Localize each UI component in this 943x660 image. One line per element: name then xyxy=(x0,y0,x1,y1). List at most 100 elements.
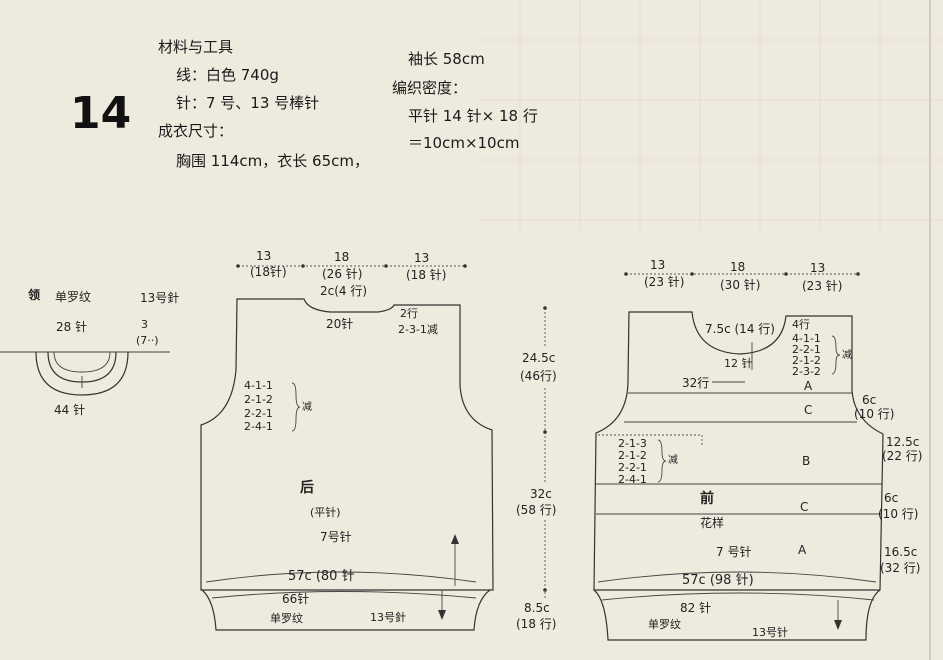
front-rib-arc xyxy=(601,592,875,601)
back-top-mid-st: (26 针) xyxy=(322,266,362,281)
front-rib-stitch: 单罗纹 xyxy=(648,617,681,631)
front-pattern: 花样 xyxy=(700,515,724,530)
front-rib-needle: 13号针 xyxy=(752,625,788,639)
back-rib-stitch: 单罗纹 xyxy=(270,611,303,625)
gauge-stitch: 平针 14 针× 18 行 xyxy=(408,107,538,125)
front-neck-dec-3: 2-1-2 xyxy=(792,354,821,367)
back-top-right-st: (18 针) xyxy=(406,267,446,282)
front-arm-dec-word: 减 xyxy=(668,454,678,466)
back-needle: 7号针 xyxy=(320,529,352,544)
back-piece: 13 (18针) 18 (26 针) 13 (18 针) 2c(4 行) 20针… xyxy=(200,249,494,631)
body-length-cm: 32c xyxy=(530,487,552,501)
front-outline xyxy=(593,311,884,591)
front-side-4-rows: (32 行) xyxy=(880,561,920,575)
back-top-mid-cm: 18 xyxy=(334,250,349,264)
needle-spec: 针：7 号、13 号棒针 xyxy=(176,94,320,112)
size-values: 胸围 114cm，衣长 65cm， xyxy=(176,152,369,170)
front-side-2-rows: (22 行) xyxy=(882,449,922,463)
armhole-length-rows: (46行) xyxy=(520,369,557,383)
collar-side-1: 3 xyxy=(141,318,148,331)
gauge-size: ＝10cm×10cm xyxy=(408,134,520,152)
back-neck-rows: 2行 xyxy=(400,307,418,320)
back-arm-dec-word: 减 xyxy=(302,401,312,413)
back-arm-dec-1: 4-1-1 xyxy=(244,379,273,392)
rib-length-rows: (18 行) xyxy=(516,617,556,631)
back-top-left-cm: 13 xyxy=(256,249,271,263)
back-rib-outline xyxy=(201,589,491,631)
front-side-1-cm: 6c xyxy=(862,393,876,407)
armhole-length-cm: 24.5c xyxy=(522,351,555,365)
back-top-right-cm: 13 xyxy=(414,251,429,265)
back-width-arc xyxy=(205,571,477,583)
front-rib-st: 82 针 xyxy=(680,600,711,615)
front-arm-dec-4: 2-4-1 xyxy=(618,473,647,486)
front-arm-dec-3: 2-2-1 xyxy=(618,461,647,474)
band-b: B xyxy=(802,454,810,468)
front-arm-brace xyxy=(657,439,667,483)
back-arm-dec-3: 2-2-1 xyxy=(244,407,273,420)
front-top-left-cm: 13 xyxy=(650,258,665,272)
front-neck-dec-4: 2-3-2 xyxy=(792,365,821,378)
collar-top-count: 28 针 xyxy=(56,319,87,334)
front-top-right-cm: 13 xyxy=(810,261,825,275)
materials-title: 材料与工具 xyxy=(158,38,234,56)
back-neck-dec: 2-3-1减 xyxy=(398,323,438,336)
front-side-3-cm: 6c xyxy=(884,491,898,505)
sleeve-length: 袖长 58cm xyxy=(408,50,485,68)
front-neck-brace xyxy=(831,335,841,375)
band-a-top: A xyxy=(804,379,813,393)
front-top-mid-st: (30 针) xyxy=(720,277,760,292)
collar-side-2: (7··) xyxy=(136,334,159,347)
front-width-arc xyxy=(597,571,877,583)
front-needle: 7 号针 xyxy=(716,544,751,559)
front-side-2-cm: 12.5c xyxy=(886,435,919,449)
front-neck-depth: 7.5c (14 行) xyxy=(705,322,775,336)
front-neck-center: 12 针 xyxy=(724,356,753,370)
back-rib-needle: 13号針 xyxy=(370,610,406,624)
band-a-bottom: A xyxy=(798,543,807,557)
band-c-top: C xyxy=(804,403,812,417)
front-yoke-rows: 32行 xyxy=(682,376,709,390)
front-label: 前 xyxy=(700,490,714,507)
front-neck-rows: 4行 xyxy=(792,318,810,331)
front-neck-dec-word: 减 xyxy=(842,349,852,361)
collar-outer-curve xyxy=(35,351,129,396)
front-width: 57c (98 针) xyxy=(682,573,754,588)
collar-stitch: 单罗纹 xyxy=(55,290,91,304)
collar-bottom-count: 44 针 xyxy=(54,402,85,417)
back-arm-brace xyxy=(291,382,301,432)
front-arm-dec-2: 2-1-2 xyxy=(618,449,647,462)
back-top-left-st: (18针) xyxy=(250,264,287,279)
back-neck-st: 20针 xyxy=(326,316,353,331)
front-side-3-rows: (10 行) xyxy=(878,507,918,521)
collar-title: 领 xyxy=(28,287,40,302)
back-rib-st: 66针 xyxy=(282,591,309,606)
front-rib-outline xyxy=(593,589,881,641)
front-neck-dec-1: 4-1-1 xyxy=(792,332,821,345)
band-c-bottom: C xyxy=(800,500,808,514)
front-piece: 13 (23 针) 18 (30 针) 13 (23 针) 7.5c (14 行… xyxy=(593,258,922,641)
front-top-left-st: (23 针) xyxy=(644,274,684,289)
size-title: 成衣尺寸： xyxy=(158,122,234,140)
body-length-rows: (58 行) xyxy=(516,503,556,517)
back-stitch: (平针) xyxy=(310,505,341,519)
rib-length-cm: 8.5c xyxy=(524,601,550,615)
front-top-right-st: (23 针) xyxy=(802,278,842,293)
collar-diagram: 领 单罗纹 13号針 28 针 3 (7··) 44 针 xyxy=(0,287,179,417)
front-neck-dec-2: 2-2-1 xyxy=(792,343,821,356)
collar-inner-curve xyxy=(53,351,111,373)
length-dimensions: 24.5c (46行) 32c (58 行) 8.5c (18 行) xyxy=(514,306,578,632)
back-neck-depth: 2c(4 行) xyxy=(320,284,367,298)
pattern-number: 14 xyxy=(70,88,132,139)
back-label: 后 xyxy=(300,479,314,496)
front-side-4-cm: 16.5c xyxy=(884,545,917,559)
graph-paper-background xyxy=(480,0,943,230)
yarn-spec: 线：白色 740g xyxy=(176,66,279,84)
back-outline xyxy=(200,298,494,591)
front-side-1-rows: (10 行) xyxy=(854,407,894,421)
back-width: 57c (80 针 xyxy=(288,569,355,584)
collar-needle: 13号針 xyxy=(140,290,179,305)
front-top-mid-cm: 18 xyxy=(730,260,745,274)
back-arm-dec-2: 2-1-2 xyxy=(244,393,273,406)
